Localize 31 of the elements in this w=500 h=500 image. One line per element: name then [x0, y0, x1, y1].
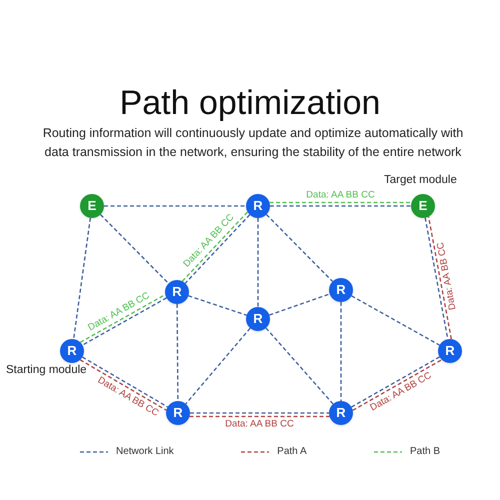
dashed-link-line [424, 218, 448, 340]
dashed-link-line [351, 295, 440, 346]
subtitle: Routing information will continuously update and optimize automatically with data transmission in the network, ensuring the stability of the entire network [42, 125, 464, 161]
edge-label: Data: AA BB CC [86, 290, 152, 333]
dashed-link-line [188, 295, 247, 316]
dashed-link-line [269, 293, 330, 316]
dashed-link-line [190, 412, 329, 414]
dashed-link-line [340, 302, 342, 401]
title: Path optimization [118, 83, 382, 124]
legend-text: Path B [410, 445, 440, 459]
edge-label: Data: AA BB CC [436, 242, 458, 312]
dashed-link-line [176, 304, 179, 401]
legend-text: Path A [277, 445, 307, 459]
edge-label: Data: AA BB CC [225, 419, 294, 429]
dashed-link-line [104, 205, 246, 207]
dashed-link-line [73, 218, 91, 340]
dashed-link-line [189, 416, 330, 418]
dashed-link-line [428, 216, 452, 340]
module-caption: Target module [384, 173, 457, 188]
edge-label: Data: AA BB CC [96, 375, 160, 418]
dashed-link-line [100, 214, 170, 284]
dashed-link-line [270, 205, 411, 207]
dashed-link-line [185, 328, 251, 404]
dashed-link-line [266, 214, 334, 282]
legend-text: Network Link [116, 445, 174, 459]
edge-label: Data: AA BB CC [368, 370, 434, 413]
edge-label: Data: AA BB CC [306, 190, 375, 200]
dashed-link-line [269, 202, 412, 204]
dashed-link-line [257, 218, 259, 307]
module-caption: Starting module [6, 363, 87, 378]
dashed-link-line [265, 328, 334, 404]
